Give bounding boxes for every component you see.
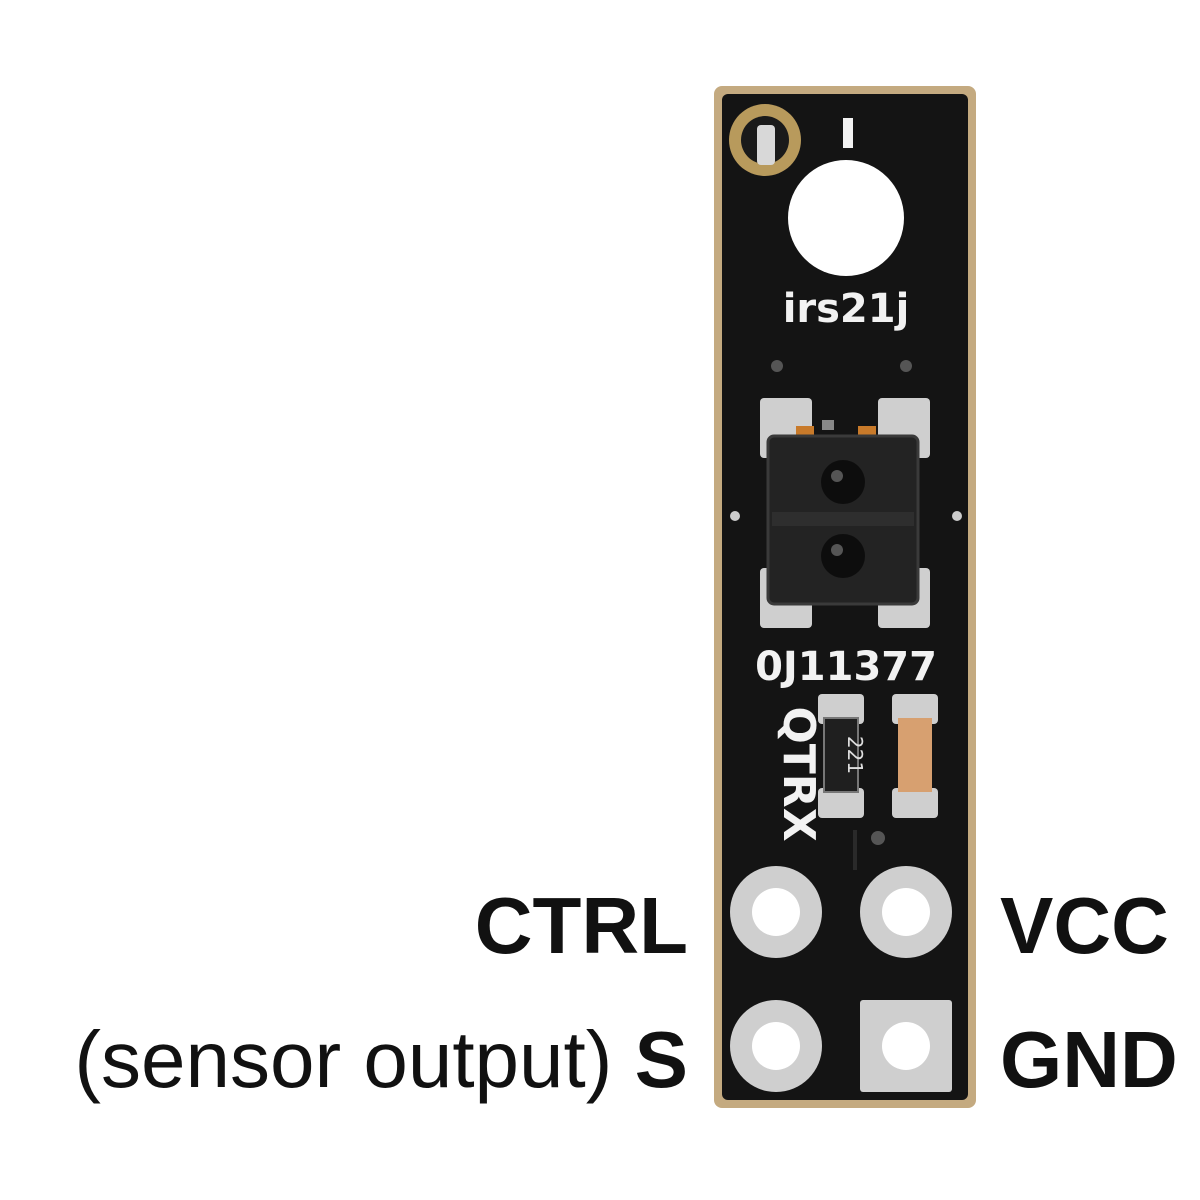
phototransistor-lens <box>821 534 865 578</box>
ir-emitter-lens <box>821 460 865 504</box>
ctrl-pin-label: CTRL <box>474 881 688 970</box>
via <box>771 360 783 372</box>
orientation-mark <box>843 118 853 148</box>
mounting-hole <box>788 160 904 276</box>
sensor-divider <box>772 512 914 526</box>
via <box>871 831 885 845</box>
product-mark-text: QTRX <box>773 706 824 841</box>
sensor-output-pin-label: (sensor output) S <box>74 1020 688 1100</box>
gnd-pin-label: GND <box>1000 1015 1178 1104</box>
sensor-output-description: (sensor output) <box>74 1015 635 1104</box>
sensor-output-pin-hole <box>752 1022 800 1070</box>
trace <box>853 830 857 870</box>
capacitor-pad <box>892 694 938 724</box>
via <box>900 360 912 372</box>
capacitor-pad <box>892 788 938 818</box>
phototransistor-glint <box>831 544 843 556</box>
resistor-pad <box>818 788 864 818</box>
via <box>952 511 962 521</box>
vcc-pin-label: VCC <box>1000 881 1169 970</box>
resistor-pad <box>818 694 864 724</box>
serial-number-text: 0J11377 <box>755 644 937 690</box>
resistor <box>823 717 859 793</box>
ir-emitter-glint <box>831 470 843 482</box>
ctrl-pin-hole <box>752 888 800 936</box>
capacitor <box>898 718 932 792</box>
corner-via-tab <box>757 125 775 165</box>
vcc-pin-hole <box>882 888 930 936</box>
part-code-text: irs21j <box>783 286 910 332</box>
resistor-code-text: 221 <box>843 736 867 774</box>
sensor-output-pin-name: S <box>634 1015 688 1104</box>
gnd-pin-hole <box>882 1022 930 1070</box>
sensor-notch <box>822 420 834 430</box>
via <box>730 511 740 521</box>
